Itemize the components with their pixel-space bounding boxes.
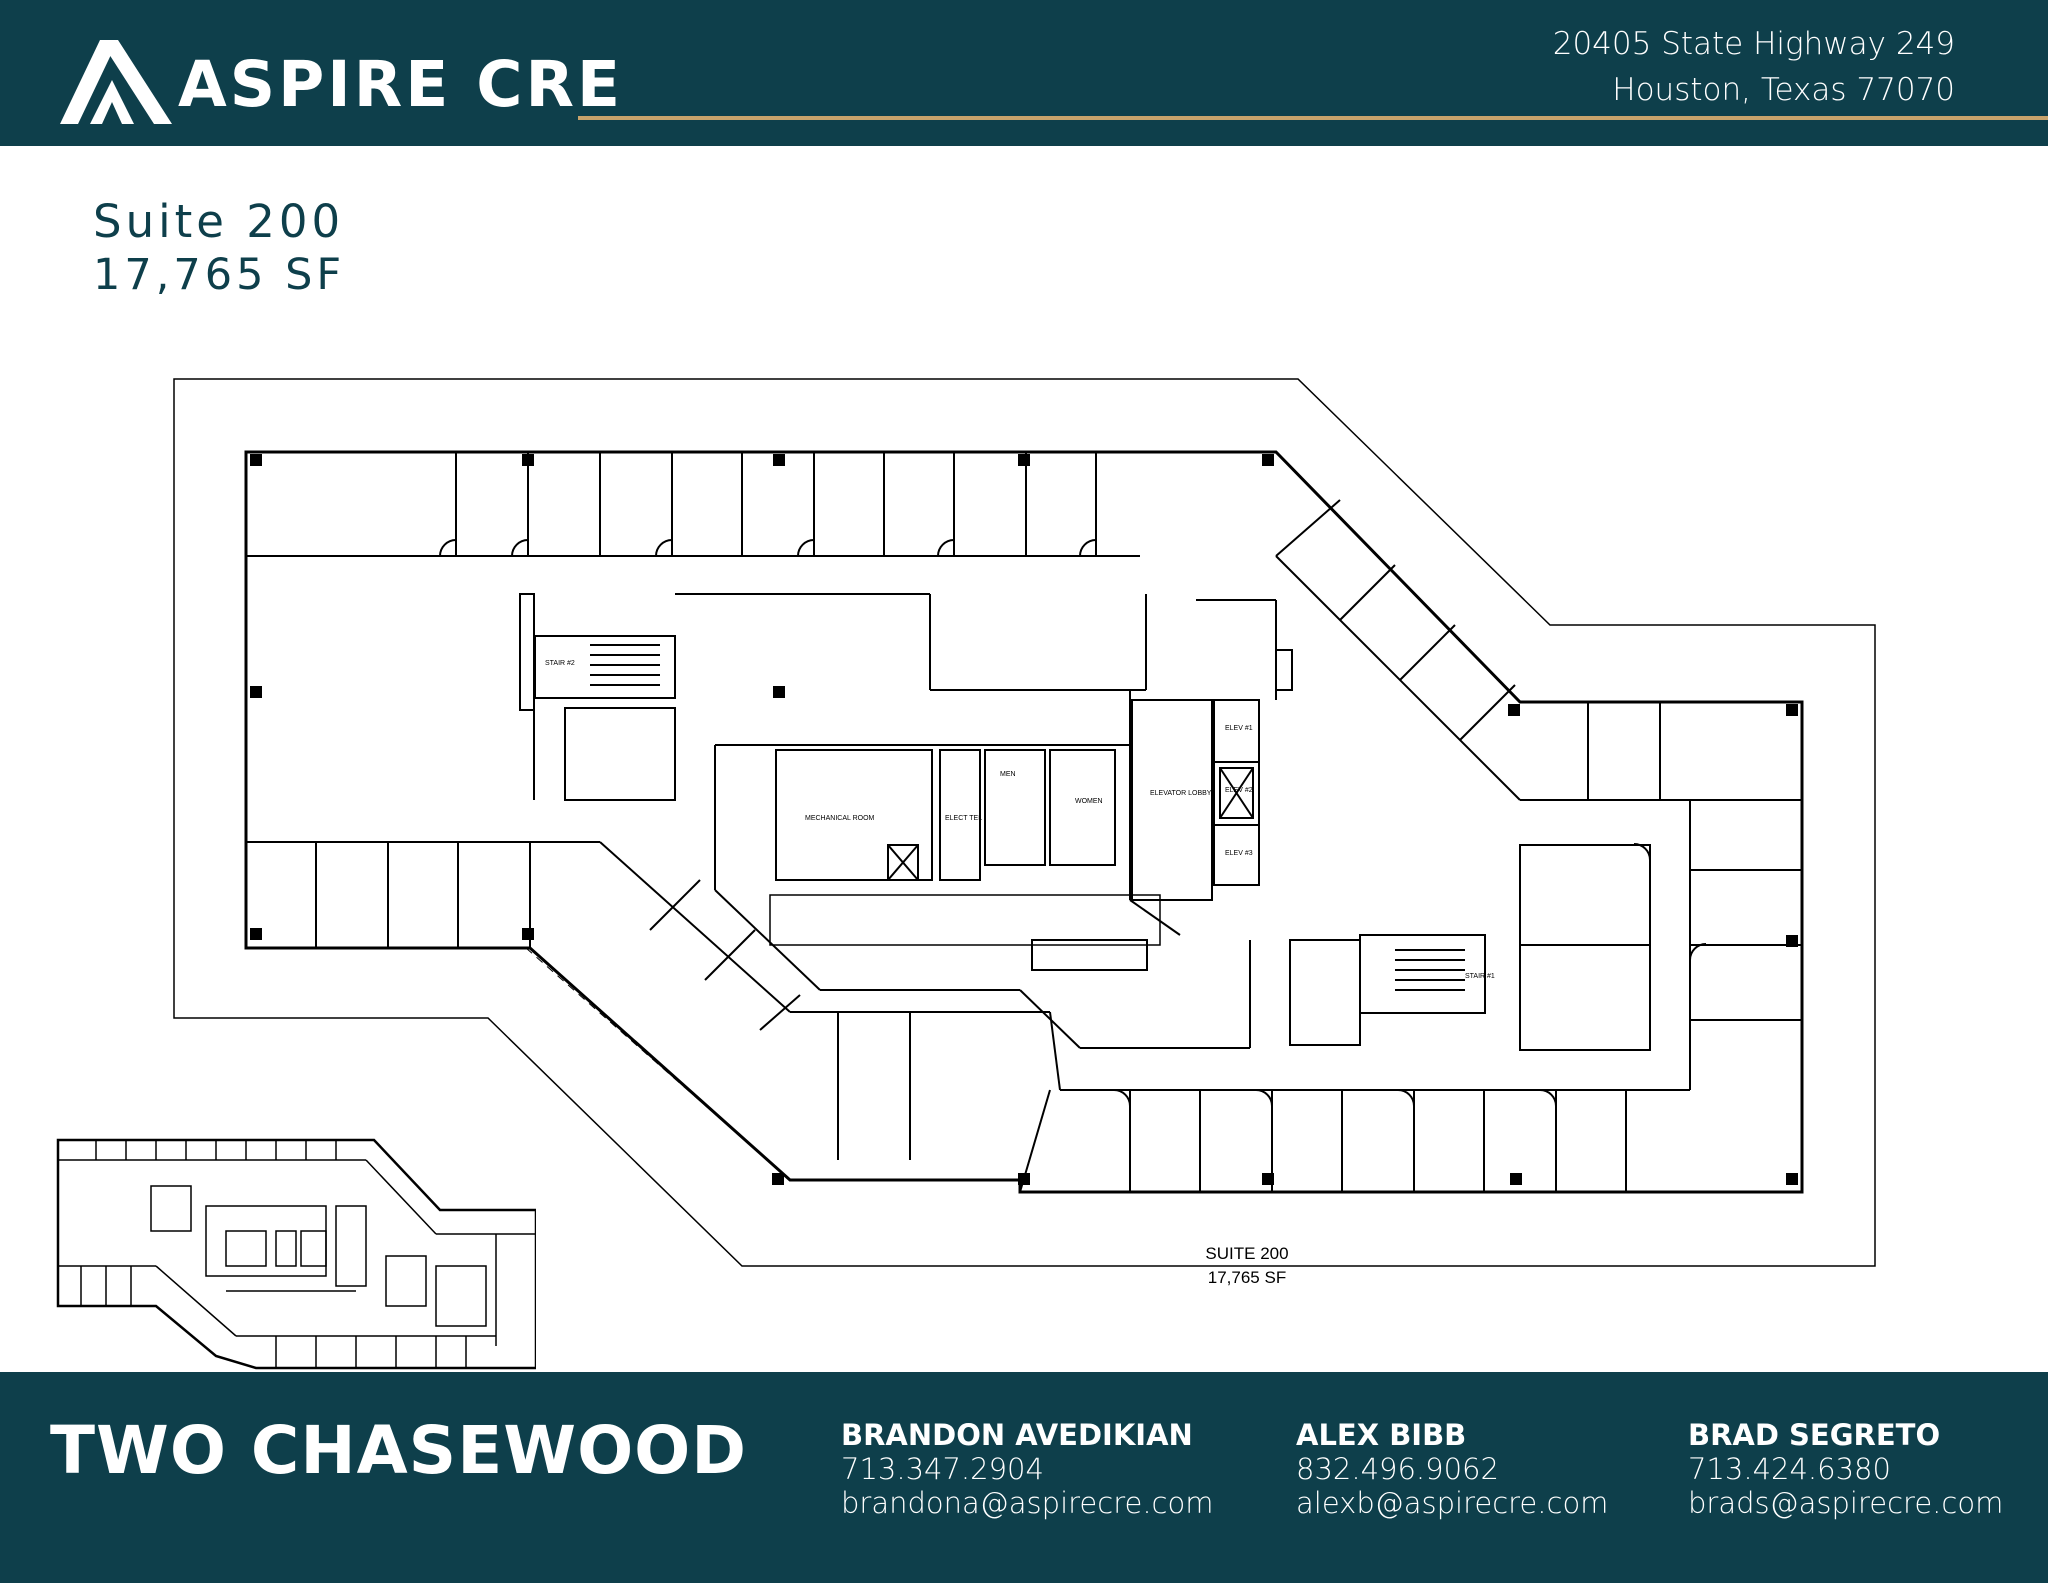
room-labels: STAIR #2 MECHANICAL ROOM ELECT TEL MEN W… (545, 660, 1495, 980)
suite-area: 17,765 SF (93, 250, 346, 300)
contact-email[interactable]: brads@aspirecre.com (1688, 1486, 2004, 1520)
contact-name: BRANDON AVEDIKIAN (841, 1418, 1193, 1452)
top-offices (246, 452, 1140, 557)
diagonal-offices-upper (1275, 499, 1521, 801)
key-plan-thumbnail (56, 1138, 536, 1370)
address-line-2: Houston, Texas 77070 (1612, 72, 1955, 108)
contact-email[interactable]: brandona@aspirecre.com (841, 1486, 1214, 1520)
footer-bar (0, 1372, 2048, 1583)
building-outline (244, 450, 1804, 1194)
label-elect: ELECT TEL (945, 815, 982, 822)
contact-card: ALEX BIBB 832.496.9062 alexb@aspirecre.c… (1296, 1418, 1608, 1520)
site-boundary (173, 378, 1876, 1267)
label-men: MEN (1000, 771, 1016, 778)
contact-phone[interactable]: 832.496.9062 (1296, 1452, 1499, 1486)
contact-email[interactable]: alexb@aspirecre.com (1296, 1486, 1609, 1520)
core-walls (675, 593, 1293, 1049)
core-rooms (769, 699, 1260, 971)
building-name: TWO CHASEWOOD (50, 1412, 748, 1489)
contact-phone[interactable]: 713.424.6380 (1688, 1452, 1891, 1486)
diagonal-offices-lower (246, 841, 1061, 1193)
plan-suite-label: SUITE 200 (1205, 1244, 1289, 1263)
columns (250, 454, 1798, 1185)
stair-1 (1289, 934, 1486, 1046)
brand-name: ASPIRE CRE (178, 48, 624, 121)
label-elev-2: ELEV #2 (1225, 787, 1253, 794)
header-bar (0, 0, 2048, 146)
label-mechanical: MECHANICAL ROOM (805, 815, 875, 822)
contact-phone[interactable]: 713.347.2904 (841, 1452, 1044, 1486)
contact-name: BRAD SEGRETO (1688, 1418, 1941, 1452)
suite-title: Suite 200 (93, 195, 345, 248)
aspire-logo-icon (60, 40, 172, 124)
label-elevator-lobby: ELEVATOR LOBBY (1150, 790, 1212, 797)
header-divider (578, 116, 2048, 120)
bottom-offices (1060, 1089, 1690, 1192)
right-offices (1519, 702, 1802, 1090)
label-stair-1: STAIR #1 (1465, 973, 1495, 980)
plan-area-label: 17,765 SF (1207, 1268, 1287, 1287)
address-line-1: 20405 State Highway 249 (1552, 26, 1955, 62)
stair-2 (519, 593, 676, 801)
label-elev-3: ELEV #3 (1225, 850, 1253, 857)
contact-card: BRAD SEGRETO 713.424.6380 brads@aspirecr… (1688, 1418, 2003, 1520)
label-elev-1: ELEV #1 (1225, 725, 1253, 732)
contact-card: BRANDON AVEDIKIAN 713.347.2904 brandona@… (841, 1418, 1213, 1520)
label-stair-2: STAIR #2 (545, 660, 575, 667)
label-women: WOMEN (1075, 798, 1103, 805)
contact-name: ALEX BIBB (1296, 1418, 1467, 1452)
